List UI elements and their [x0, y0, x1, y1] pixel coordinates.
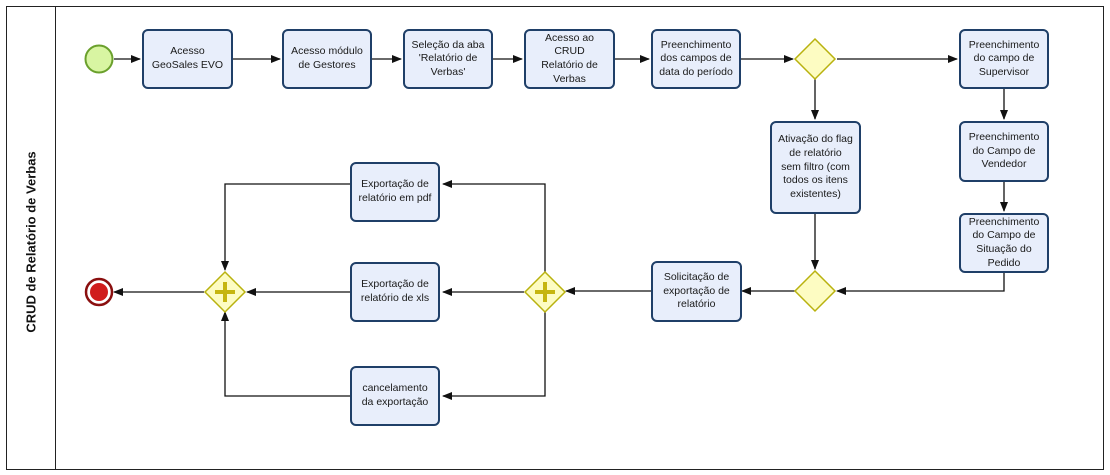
flow-situacao-to-join — [836, 273, 1005, 295]
exclusive-gateway-join — [793, 269, 837, 313]
flow-pdf-to-merge — [221, 183, 350, 271]
start-event — [84, 44, 114, 74]
pool-header — [6, 6, 56, 470]
task-acesso-geosales[interactable]: Acesso GeoSales EVO — [142, 29, 233, 89]
parallel-gateway-fork — [523, 270, 567, 314]
task-exportacao-xls[interactable]: Exportação de relatório de xls — [350, 262, 440, 322]
task-selecao-aba[interactable]: Seleção da aba 'Relatório de Verbas' — [403, 29, 493, 89]
parallel-gateway-merge — [203, 270, 247, 314]
end-event — [84, 277, 114, 307]
flow-cancel-to-merge — [221, 311, 350, 397]
task-ativacao-flag[interactable]: Ativação do flag de relatório sem filtro… — [770, 121, 861, 214]
task-exportacao-pdf[interactable]: Exportação de relatório em pdf — [350, 162, 440, 222]
task-preenchimento-situacao[interactable]: Preenchimento do Campo de Situação do Pe… — [959, 213, 1049, 273]
task-preenchimento-supervisor[interactable]: Preenchimento do campo de Supervisor — [959, 29, 1049, 89]
task-acesso-modulo-gestores[interactable]: Acesso módulo de Gestores — [282, 29, 372, 89]
exclusive-gateway-split — [793, 37, 837, 81]
task-solicitacao-exportacao[interactable]: Solicitação de exportação de relatório — [651, 261, 742, 322]
task-preenchimento-datas[interactable]: Preenchimento dos campos de data do perí… — [651, 29, 741, 89]
flow-parallel-to-cancel — [442, 312, 546, 400]
task-acesso-crud[interactable]: Acesso ao CRUD Relatório de Verbas — [524, 29, 615, 89]
flow-parallel-to-pdf — [442, 180, 546, 272]
task-cancelamento[interactable]: cancelamento da exportação — [350, 366, 440, 426]
task-preenchimento-vendedor[interactable]: Preenchimento do Campo de Vendedor — [959, 121, 1049, 182]
